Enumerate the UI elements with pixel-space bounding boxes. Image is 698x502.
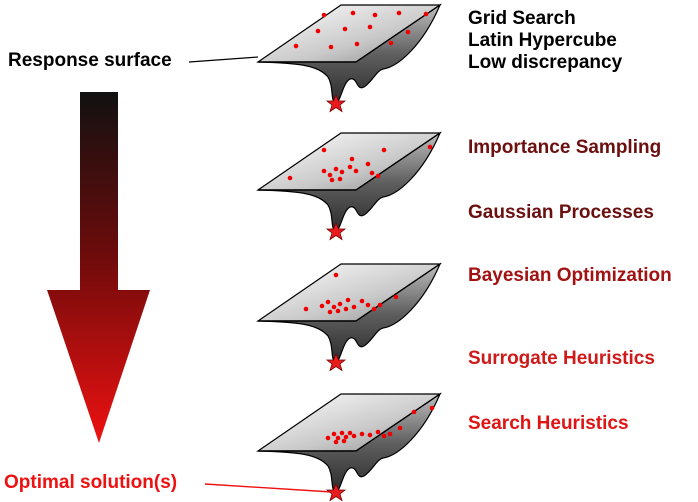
optimum-star-icon	[325, 352, 347, 372]
method-grid-search: Grid Search	[468, 8, 576, 29]
response-surface-1	[257, 4, 441, 113]
response-surface-2	[257, 132, 441, 241]
method-low-discrepancy: Low discrepancy	[468, 52, 623, 73]
response-surface-3	[257, 263, 441, 372]
method-latin-hypercube: Latin Hypercube	[468, 30, 617, 51]
response-surface-label: Response surface	[8, 50, 172, 71]
method-importance-sampling: Importance Sampling	[468, 137, 662, 158]
response-surface-4	[257, 393, 441, 502]
optimal-solution-connector	[204, 483, 333, 493]
optimum-star-icon	[325, 221, 347, 241]
response-surface-connector	[188, 56, 259, 63]
optimum-star-icon	[325, 93, 347, 113]
sample-points-1	[293, 10, 429, 50]
sample-points-3	[303, 272, 399, 315]
sample-points-2	[287, 144, 433, 183]
method-surrogate-heuristics: Surrogate Heuristics	[468, 348, 655, 369]
optimal-solutions-label: Optimal solution(s)	[4, 472, 178, 493]
method-bayesian-optimization: Bayesian Optimization	[468, 265, 672, 286]
method-gaussian-processes: Gaussian Processes	[468, 202, 654, 223]
progress-arrow	[47, 92, 150, 443]
optimum-star-icon	[325, 482, 347, 502]
method-search-heuristics: Search Heuristics	[468, 413, 629, 434]
sample-points-4	[325, 405, 435, 445]
